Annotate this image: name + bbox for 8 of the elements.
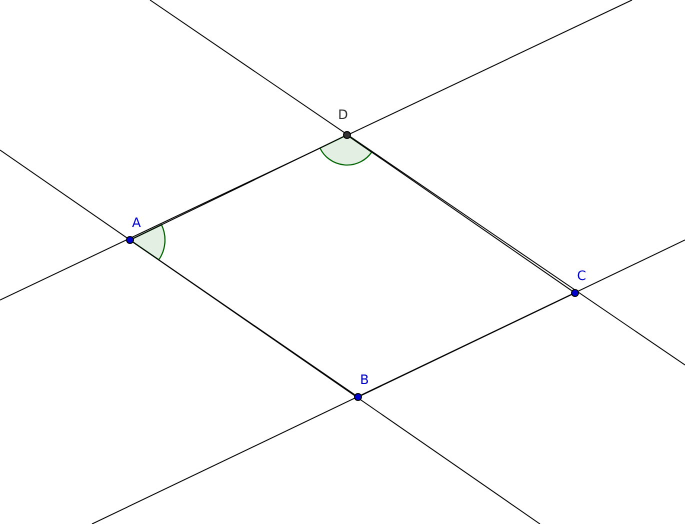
- point-label: C: [577, 270, 586, 284]
- line-segment: [361, 294, 572, 396]
- point-label: A: [132, 217, 141, 231]
- line-segment: [132, 242, 356, 396]
- line-segment: [350, 136, 572, 292]
- point-label: D: [338, 109, 348, 123]
- line-segment: [133, 136, 344, 239]
- point-label: B: [360, 374, 369, 388]
